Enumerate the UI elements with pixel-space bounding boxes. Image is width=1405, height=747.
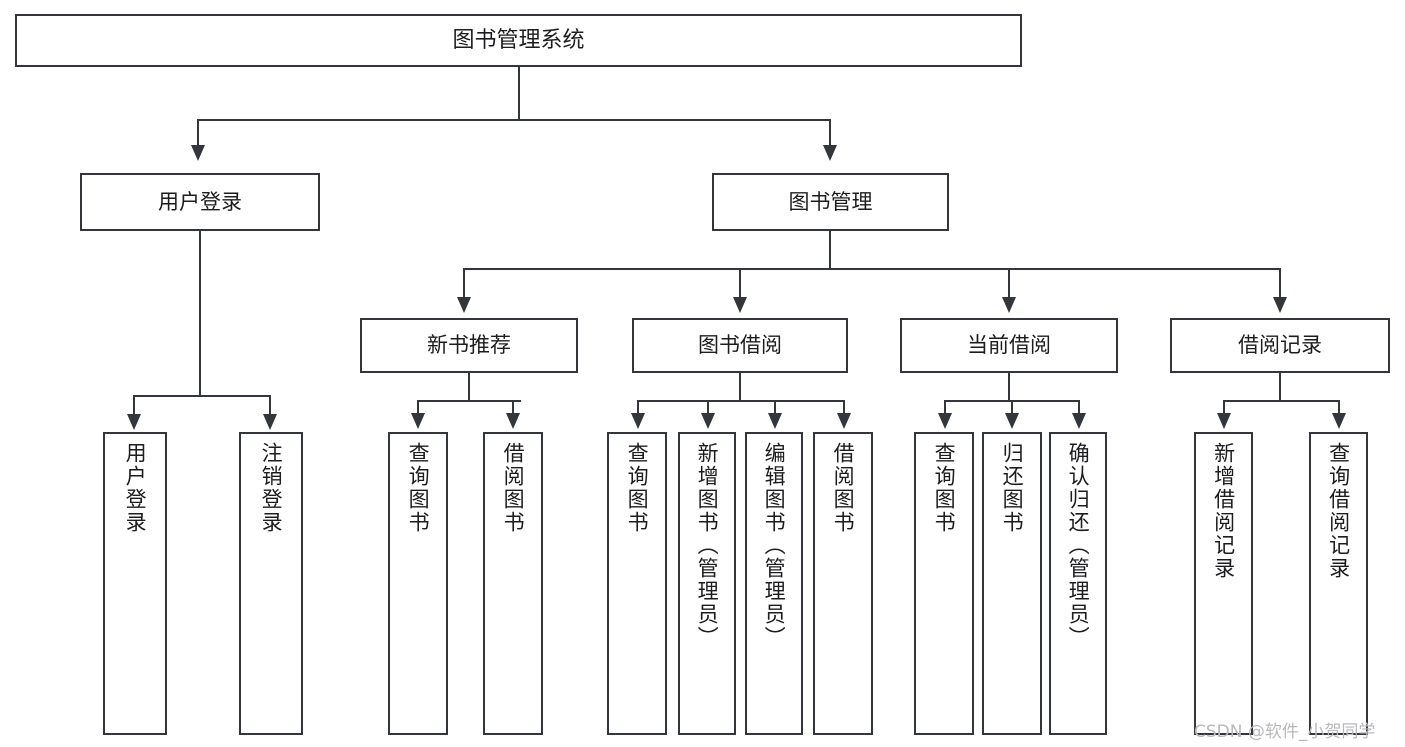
node-current-borrow[interactable]: 当前借阅 [900,318,1118,373]
connector-book-manage-stem [829,231,831,270]
node-label: 借阅记录 [1238,333,1322,358]
connector-book-borrow-stem [739,373,741,401]
arrowhead-leaf-query-book-1 [411,413,425,429]
node-label: 用户登录 [123,442,148,534]
node-user-login[interactable]: 用户登录 [80,173,320,231]
connector-drop-leaf-query-book-1 [417,400,419,414]
node-label: 借阅图书 [501,442,526,534]
arrowhead-book-manage [823,145,837,161]
leaf-borrow-book-recommendation[interactable]: 借阅图书 [483,432,543,735]
connector-root-stem [518,67,520,120]
node-label: 注销登录 [259,442,284,534]
leaf-query-book-recommendation[interactable]: 查询图书 [388,432,448,735]
arrowhead-current-borrow [1002,297,1016,313]
connector-current-borrow-stem [1008,373,1010,401]
arrowhead-leaf-query-book-2 [631,413,645,429]
connector-user-login-bus [133,395,271,397]
node-new-book-recommendation[interactable]: 新书推荐 [360,318,578,373]
node-label: 新书推荐 [427,333,511,358]
connector-book-borrow-bus [637,400,845,402]
connector-drop-current-borrow [1008,268,1010,298]
connector-drop-borrow-record [1279,268,1281,298]
arrowhead-leaf-borrow-book-2 [837,413,851,429]
connector-drop-leaf-add-book [707,400,709,414]
arrowhead-leaf-edit-book [768,413,782,429]
arrowhead-leaf-add-book [701,413,715,429]
arrowhead-leaf-query-book-3 [938,413,952,429]
node-label: 图书管理系统 [452,27,585,53]
connector-new-book-rec-stem [468,373,470,401]
connector-drop-user-login [197,119,199,147]
connector-drop-leaf-borrow-book-2 [843,400,845,414]
arrowhead-leaf-return-book [1005,413,1019,429]
leaf-query-book-current[interactable]: 查询图书 [914,432,974,735]
arrowhead-leaf-user-logout [263,414,277,430]
connector-level3-bus [463,268,1280,270]
arrowhead-leaf-confirm-return [1072,413,1086,429]
leaf-add-borrow-record[interactable]: 新增借阅记录 [1194,432,1253,735]
node-label: 查询图书 [406,442,431,534]
arrowhead-leaf-borrow-book-1 [506,413,520,429]
arrowhead-leaf-query-record [1332,413,1346,429]
node-label: 新增借阅记录 [1211,442,1236,580]
connector-drop-leaf-user-logout [269,395,271,415]
node-root-book-management-system[interactable]: 图书管理系统 [15,14,1022,67]
connector-drop-leaf-return-book [1011,400,1013,414]
connector-drop-leaf-query-book-3 [944,400,946,414]
arrowhead-leaf-add-record [1217,413,1231,429]
arrowhead-user-login [191,145,205,161]
leaf-edit-book-admin[interactable]: 编辑图书（管理员） [745,432,803,735]
connector-drop-leaf-borrow-book-1 [512,400,514,414]
leaf-query-borrow-record[interactable]: 查询借阅记录 [1309,432,1368,735]
connector-drop-leaf-user-login [133,395,135,415]
leaf-borrow-book-borrow[interactable]: 借阅图书 [813,432,873,735]
node-label: 用户登录 [158,189,242,214]
connector-drop-leaf-query-record [1338,400,1340,414]
arrowhead-leaf-user-login [127,414,141,430]
node-book-borrow[interactable]: 图书借阅 [632,318,848,373]
connector-user-login-stem [199,231,201,396]
leaf-return-book[interactable]: 归还图书 [982,432,1042,735]
csdn-watermark: CSDN @软件_小贺同学 [1194,722,1376,742]
arrowhead-new-book-rec [457,297,471,313]
node-label: 查询图书 [932,442,957,534]
node-label: 确认归还（管理员） [1066,442,1091,649]
arrowhead-book-borrow [733,297,747,313]
node-label: 归还图书 [1000,442,1025,534]
arrowhead-borrow-record [1273,297,1287,313]
node-label: 图书管理 [788,189,873,214]
node-label: 编辑图书（管理员） [762,442,787,649]
leaf-confirm-return-admin[interactable]: 确认归还（管理员） [1049,432,1107,735]
leaf-add-book-admin[interactable]: 新增图书（管理员） [678,432,736,735]
leaf-query-book-borrow[interactable]: 查询图书 [607,432,667,735]
connector-new-book-rec-bus [417,400,521,402]
connector-drop-leaf-add-record [1223,400,1225,414]
node-label: 查询借阅记录 [1326,442,1351,580]
connector-drop-book-borrow [739,268,741,298]
connector-drop-leaf-edit-book [774,400,776,414]
node-label: 当前借阅 [967,333,1051,358]
connector-level2-bus [197,119,830,121]
node-label: 查询图书 [625,442,650,534]
connector-drop-leaf-confirm-return [1078,400,1080,414]
node-book-management[interactable]: 图书管理 [712,173,949,231]
connector-borrow-record-stem [1279,373,1281,401]
node-label: 图书借阅 [698,333,782,358]
connector-drop-book-manage [829,119,831,147]
leaf-user-login[interactable]: 用户登录 [103,432,167,735]
connector-borrow-record-bus [1223,400,1339,402]
node-label: 借阅图书 [831,442,856,534]
leaf-user-logout[interactable]: 注销登录 [239,432,303,735]
node-borrow-record[interactable]: 借阅记录 [1170,318,1390,373]
connector-drop-new-book-rec [463,268,465,298]
connector-drop-leaf-query-book-2 [637,400,639,414]
node-label: 新增图书（管理员） [695,442,720,649]
